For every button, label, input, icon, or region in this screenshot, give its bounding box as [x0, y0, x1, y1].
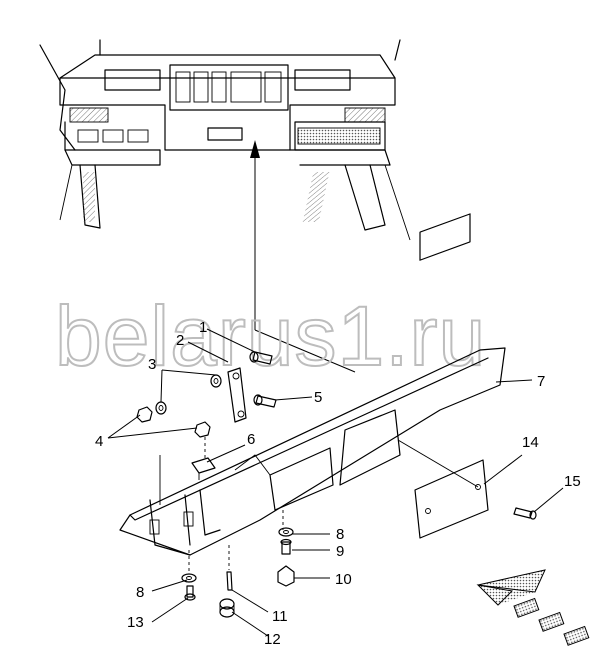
callout-10: 10 — [335, 571, 352, 588]
callout-6: 6 — [247, 431, 255, 448]
clip-6 — [191, 457, 216, 480]
callout-3: 3 — [148, 356, 156, 373]
nuts-4 — [136, 406, 211, 438]
callout-4: 4 — [95, 433, 103, 450]
washer-8-left — [181, 573, 197, 583]
watermark-text: belarus1.ru — [55, 289, 486, 383]
bolt-13 — [184, 585, 196, 601]
grommet-12 — [219, 598, 235, 618]
cab-dashboard — [39, 39, 411, 241]
callout-8-left: 8 — [136, 584, 144, 601]
bracket-plate — [227, 367, 247, 423]
location-arrow — [250, 140, 356, 373]
callout-2: 2 — [176, 332, 184, 349]
front-direction-arrow-icon — [476, 569, 590, 646]
callout-12: 12 — [264, 631, 281, 648]
callout-14: 14 — [522, 434, 539, 451]
console-panel — [119, 213, 506, 556]
bolt-5 — [253, 394, 277, 408]
callout-8-right: 8 — [336, 526, 344, 543]
washer-8-right — [278, 527, 294, 537]
nut-10 — [277, 565, 295, 587]
callout-7: 7 — [537, 373, 545, 390]
screw-9 — [280, 538, 292, 555]
screw-15 — [513, 507, 537, 520]
callout-13: 13 — [127, 614, 144, 631]
leader-lines — [107, 328, 564, 637]
cover-plate — [414, 459, 489, 539]
callout-9: 9 — [336, 543, 344, 560]
callout-15: 15 — [564, 473, 581, 490]
callout-5: 5 — [314, 389, 322, 406]
callout-1: 1 — [199, 319, 207, 336]
callout-labels: 1 2 3 4 5 6 7 8 9 10 8 11 12 13 14 15 — [95, 319, 581, 648]
screw-11 — [226, 571, 233, 591]
callout-11: 11 — [272, 608, 288, 625]
